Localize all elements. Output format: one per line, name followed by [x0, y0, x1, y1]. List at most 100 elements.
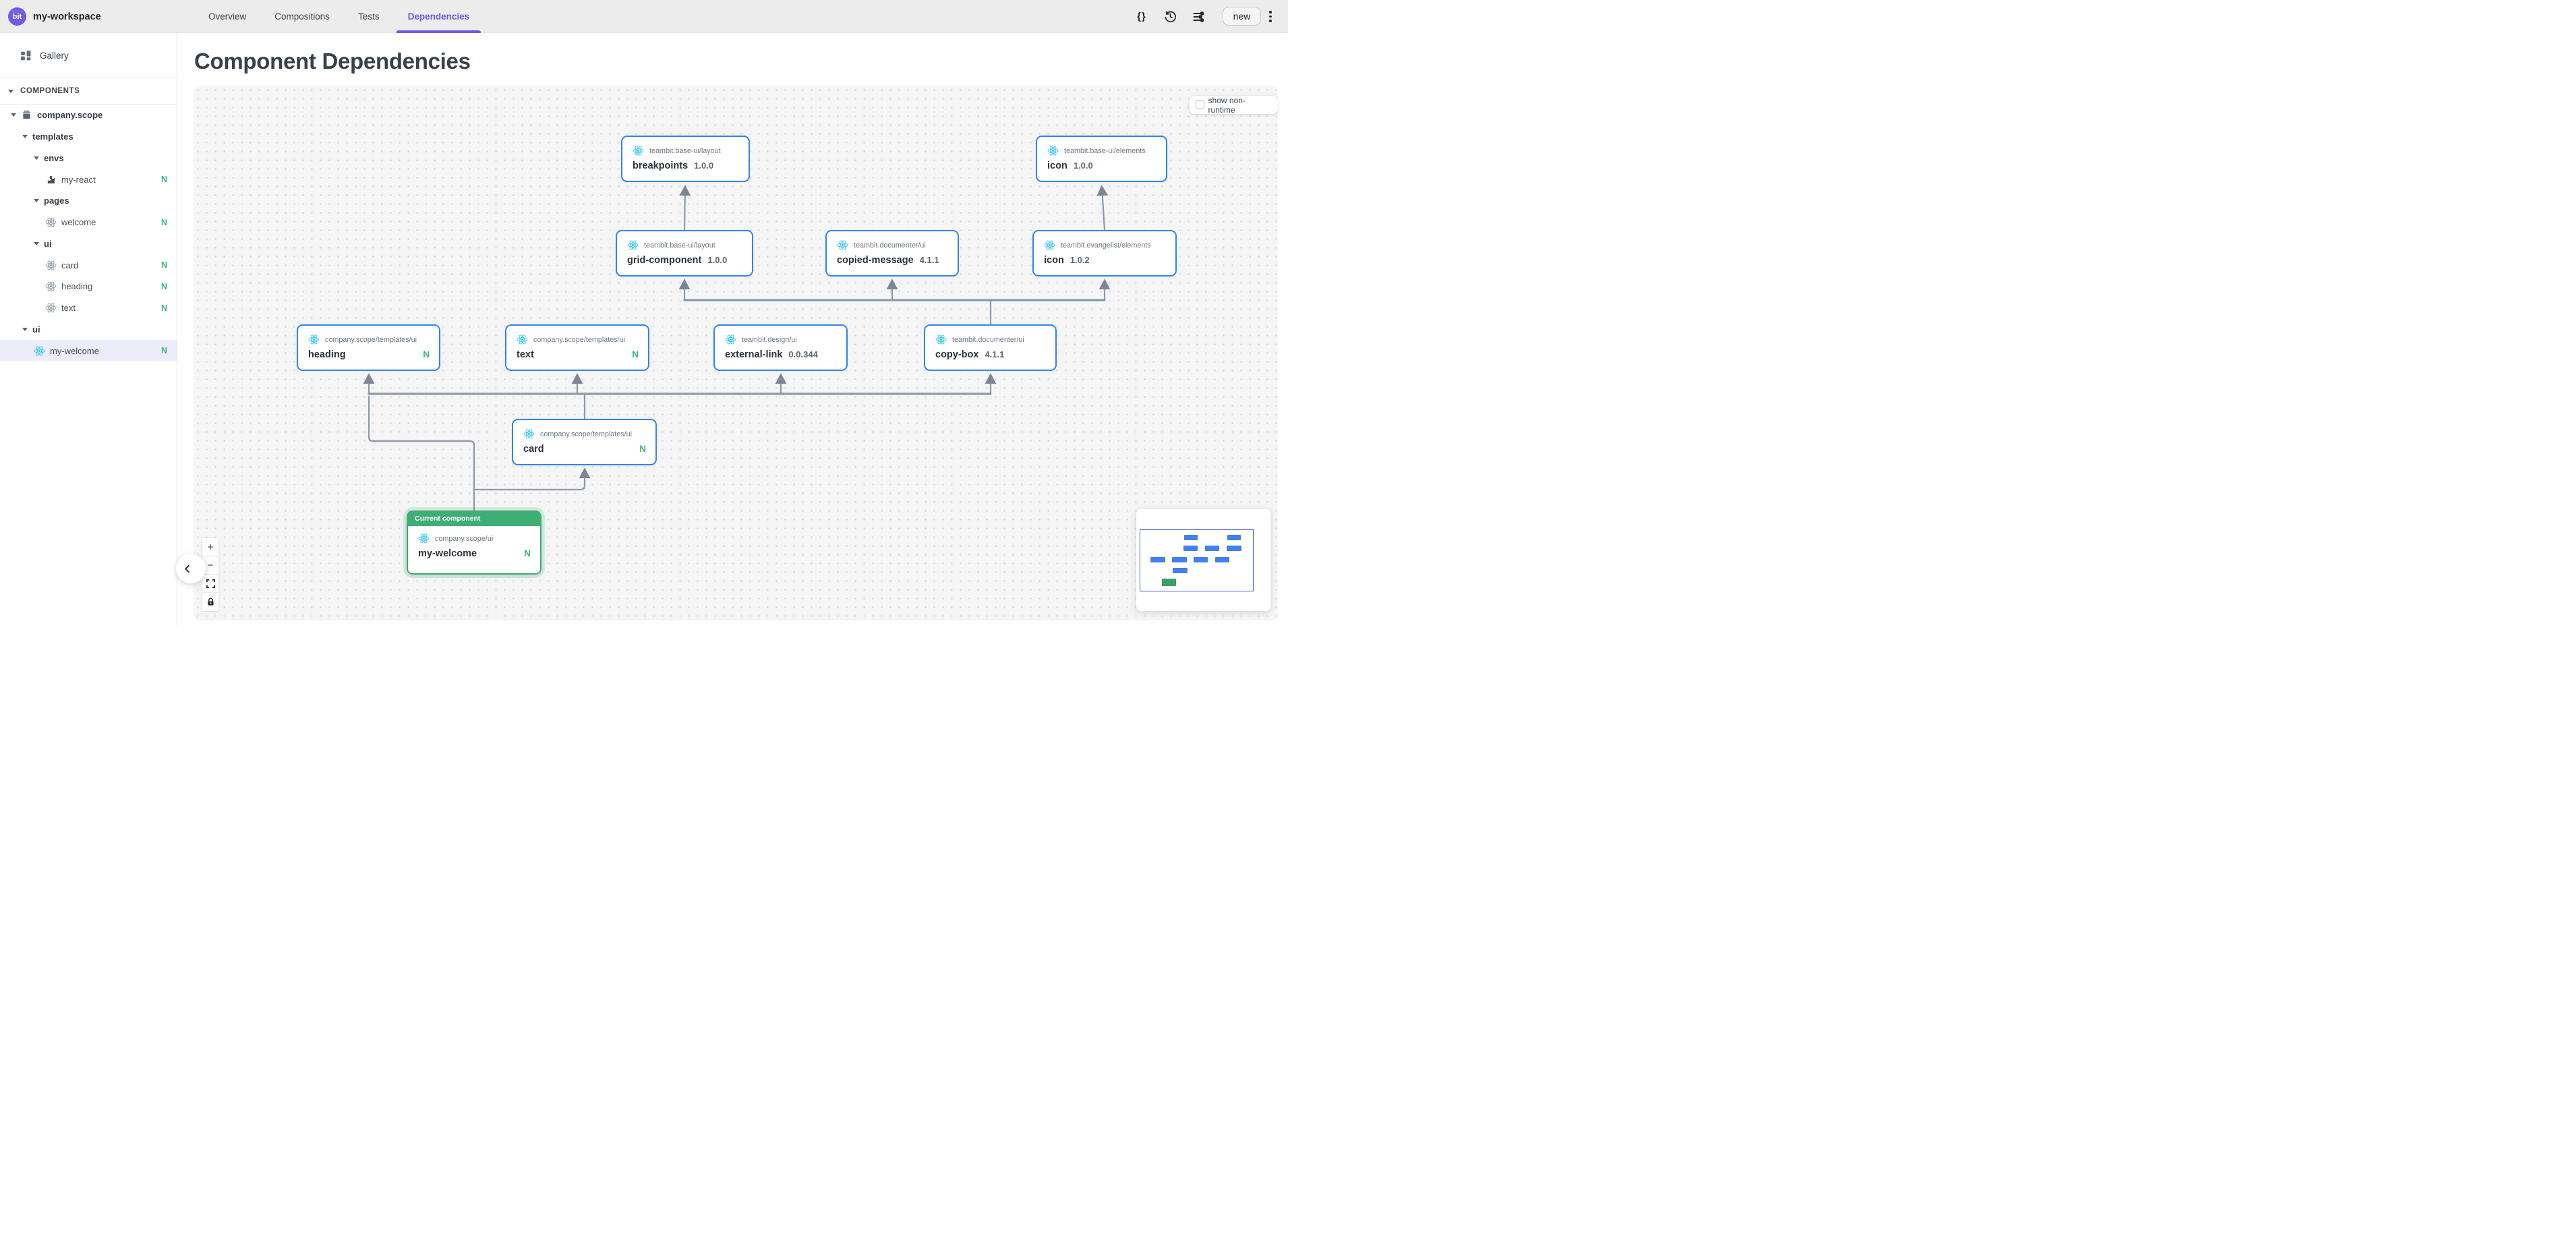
node-name: grid-component [627, 255, 702, 266]
node-scope-row: teambit.base-ui/layout [627, 239, 742, 251]
graph-node-text[interactable]: company.scope/templates/ui text N [505, 324, 649, 371]
sidebar-item-label: company.scope [37, 110, 103, 121]
sidebar-item-ui[interactable]: ui [0, 233, 177, 255]
show-non-runtime-checkbox[interactable] [1196, 100, 1204, 109]
new-badge: N [632, 349, 639, 359]
sidebar-item-label: ui [32, 324, 40, 334]
sidebar: Gallery COMPONENTS company.scope template… [0, 33, 177, 626]
minimap-node-grid-component [1183, 546, 1198, 552]
more-options-icon[interactable] [1262, 8, 1279, 25]
sidebar-item-company-scope[interactable]: company.scope [0, 105, 177, 126]
node-name: my-welcome [418, 548, 477, 559]
node-name: text [517, 349, 534, 360]
react-icon [725, 334, 736, 345]
new-badge: N [160, 260, 167, 270]
history-icon[interactable] [1159, 8, 1181, 25]
chevron-down-icon[interactable] [34, 241, 39, 245]
sidebar-item-pages[interactable]: pages [0, 190, 177, 212]
node-scope-row: teambit.base-ui/layout [633, 145, 739, 156]
new-badge: N [423, 349, 430, 359]
zoom-in-button[interactable]: + [202, 538, 218, 556]
chevron-down-icon[interactable] [22, 327, 28, 331]
components-section-label: COMPONENTS [20, 87, 80, 95]
new-button[interactable]: new [1223, 7, 1261, 26]
node-version: 1.0.2 [1070, 255, 1090, 265]
node-scope: teambit.evangelist/elements [1061, 241, 1151, 250]
react-icon [517, 334, 528, 345]
sidebar-item-templates[interactable]: templates [0, 126, 177, 148]
lock-button[interactable] [202, 593, 218, 611]
react-icon [418, 533, 430, 544]
workspace-brand[interactable]: bit my-workspace [8, 0, 101, 33]
node-scope: company.scope/templates/ui [533, 335, 626, 344]
dependency-edges [363, 185, 1111, 512]
node-scope: teambit.base-ui/layout [644, 241, 715, 250]
node-scope-row: teambit.documenter/ui [935, 334, 1046, 345]
filters-icon[interactable] [1188, 8, 1209, 25]
node-scope-row: company.scope/templates/ui [308, 334, 430, 345]
minimap-node-card [1172, 568, 1188, 574]
fit-view-button[interactable] [202, 575, 218, 593]
code-snippet-icon[interactable]: {} [1137, 11, 1146, 22]
minimap[interactable] [1136, 509, 1270, 611]
chevron-down-icon[interactable] [34, 156, 39, 160]
minimap-viewport[interactable] [1140, 529, 1254, 591]
tab-compositions[interactable]: Compositions [274, 11, 330, 22]
tab-overview[interactable]: Overview [208, 11, 247, 22]
sidebar-item-label: pages [44, 196, 69, 206]
sidebar-item-envs[interactable]: envs [0, 148, 177, 169]
node-scope-row: teambit.base-ui/elements [1047, 145, 1157, 156]
node-scope: company.scope/ui [435, 534, 494, 543]
tab-tests[interactable]: Tests [358, 11, 380, 22]
sidebar-item-ui[interactable]: ui [0, 319, 177, 341]
react-icon [633, 145, 644, 156]
node-scope: teambit.base-ui/layout [649, 146, 721, 155]
chevron-down-icon[interactable] [34, 199, 39, 203]
dependency-edge [679, 185, 691, 231]
sidebar-item-label: templates [32, 132, 74, 142]
dependency-edge [1096, 185, 1109, 231]
minimap-node-external-link [1194, 556, 1208, 562]
node-scope: teambit.documenter/ui [854, 241, 926, 250]
components-section-header[interactable]: COMPONENTS [0, 78, 177, 104]
react-icon [45, 216, 57, 228]
react-icon [935, 334, 947, 345]
new-badge: N [160, 281, 167, 291]
node-version: 1.0.0 [694, 161, 714, 171]
top-bar: bit my-workspace Overview Compositions Tes… [0, 0, 1288, 33]
chevron-down-icon[interactable] [11, 113, 16, 117]
new-badge: N [160, 346, 167, 356]
react-icon [34, 345, 45, 357]
dependency-edge [473, 467, 591, 491]
sidebar-item-gallery[interactable]: Gallery [0, 33, 177, 78]
show-non-runtime-toggle[interactable]: show non-runtime [1190, 96, 1278, 115]
sidebar-collapse-button[interactable] [176, 554, 206, 583]
tab-dependencies[interactable]: Dependencies [394, 0, 484, 33]
chevron-down-icon[interactable] [22, 135, 28, 139]
react-icon [45, 260, 57, 271]
gallery-label: Gallery [40, 50, 69, 61]
minimap-node-text [1171, 556, 1188, 562]
minimap-node-breakpoints [1183, 535, 1198, 541]
